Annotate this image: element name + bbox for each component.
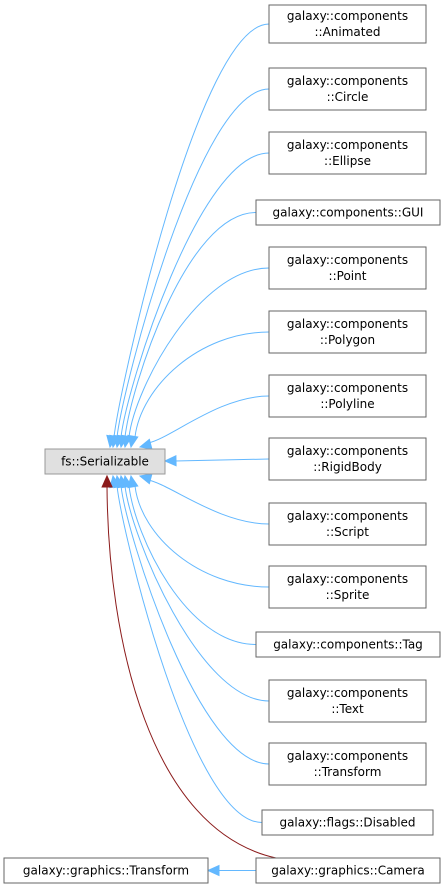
class-node-point-box: [268, 246, 427, 290]
class-node-rigidbody-box: [268, 437, 427, 481]
class-node-text[interactable]: galaxy::components::Text: [268, 679, 427, 723]
class-node-text-box: [268, 679, 427, 723]
edge-camera-to-serializable: [106, 485, 277, 859]
class-node-serializable[interactable]: fs::Serializable: [44, 448, 166, 475]
class-node-animated-label-line: galaxy::components: [287, 9, 408, 23]
arrowhead-camera-to-serializable: [101, 474, 113, 488]
class-node-transform-label-line: ::Transform: [314, 765, 382, 779]
edge-point-to-serializable: [128, 267, 270, 438]
edge-text-to-serializable: [124, 485, 270, 702]
class-node-tag[interactable]: galaxy::components::Tag: [255, 631, 441, 658]
edge-sprite-to-serializable: [134, 485, 270, 588]
class-node-gui[interactable]: galaxy::components::GUI: [255, 199, 441, 226]
class-node-transform-box: [268, 742, 427, 786]
class-node-circle-box: [268, 67, 427, 111]
edge-ellipse-to-serializable: [120, 152, 270, 438]
class-node-transform[interactable]: galaxy::components::Transform: [268, 742, 427, 786]
class-node-animated[interactable]: galaxy::components::Animated: [268, 4, 427, 44]
arrowhead-camera-to-graphics-transform: [206, 864, 220, 877]
edge-disabled-to-serializable: [116, 485, 263, 823]
edge-gui-to-serializable: [124, 212, 257, 438]
class-node-graphics-transform-box: [3, 857, 209, 884]
edge-polyline-to-serializable: [147, 395, 270, 444]
class-node-graphics-transform-label-line: galaxy::graphics::Transform: [23, 864, 189, 878]
class-node-camera[interactable]: galaxy::graphics::Camera: [255, 857, 441, 884]
edge-script-to-serializable: [147, 479, 270, 525]
class-node-rigidbody[interactable]: galaxy::components::RigidBody: [268, 437, 427, 481]
edge-tag-to-serializable: [128, 485, 257, 645]
class-node-rigidbody-label-line: ::RigidBody: [313, 460, 382, 474]
class-node-graphics-transform[interactable]: galaxy::graphics::Transform: [3, 857, 209, 884]
arrowhead-script-to-serializable: [138, 473, 153, 485]
class-node-circle-label-line: galaxy::components: [287, 74, 408, 88]
class-node-sprite-box: [268, 565, 427, 609]
edge-circle-to-serializable: [116, 88, 270, 438]
arrowhead-disabled-to-serializable: [109, 474, 121, 489]
class-node-polyline[interactable]: galaxy::components::Polyline: [268, 374, 427, 418]
class-node-gui-label-line: galaxy::components::GUI: [273, 206, 424, 220]
class-node-animated-box: [268, 4, 427, 44]
edge-rigidbody-to-serializable: [174, 458, 270, 462]
class-node-polyline-label-line: ::Polyline: [320, 397, 374, 411]
class-node-ellipse[interactable]: galaxy::components::Ellipse: [268, 131, 427, 175]
class-node-polygon-box: [268, 310, 427, 354]
nodes-layer: fs::Serializablegalaxy::components::Anim…: [3, 4, 441, 884]
class-node-disabled[interactable]: galaxy::flags::Disabled: [261, 809, 434, 836]
class-node-polygon-label-line: ::Polygon: [320, 333, 375, 347]
arrowhead-rigidbody-to-serializable: [163, 455, 177, 467]
class-node-tag-label-line: galaxy::components::Tag: [273, 638, 423, 652]
class-node-text-label-line: galaxy::components: [287, 686, 408, 700]
class-node-ellipse-label-line: galaxy::components: [287, 138, 408, 152]
class-node-circle-label-line: ::Circle: [327, 90, 369, 104]
class-node-script-label-line: ::Script: [326, 525, 369, 539]
class-node-transform-label-line: galaxy::components: [287, 749, 408, 763]
class-node-ellipse-box: [268, 131, 427, 175]
class-node-polyline-box: [268, 374, 427, 418]
class-node-point-label-line: ::Point: [329, 269, 367, 283]
class-node-circle[interactable]: galaxy::components::Circle: [268, 67, 427, 111]
class-node-script-label-line: galaxy::components: [287, 509, 408, 523]
class-node-serializable-box: [44, 448, 166, 475]
class-node-script-box: [268, 502, 427, 546]
class-node-tag-box: [255, 631, 441, 658]
class-node-polyline-label-line: galaxy::components: [287, 381, 408, 395]
arrowhead-polyline-to-serializable: [138, 438, 153, 450]
class-node-polygon-label-line: galaxy::components: [287, 317, 408, 331]
class-node-gui-box: [255, 199, 441, 226]
class-node-sprite-label-line: ::Sprite: [326, 588, 370, 602]
class-node-sprite[interactable]: galaxy::components::Sprite: [268, 565, 427, 609]
edge-transform-to-serializable: [120, 485, 270, 765]
class-node-disabled-label-line: galaxy::flags::Disabled: [279, 816, 415, 830]
class-node-text-label-line: ::Text: [331, 702, 364, 716]
class-node-camera-box: [255, 857, 441, 884]
class-node-serializable-label-line: fs::Serializable: [61, 455, 149, 469]
class-node-disabled-box: [261, 809, 434, 836]
edges-layer: [101, 23, 277, 877]
class-node-camera-label-line: galaxy::graphics::Camera: [271, 864, 425, 878]
class-node-polygon[interactable]: galaxy::components::Polygon: [268, 310, 427, 354]
edge-polygon-to-serializable: [134, 331, 270, 438]
class-node-rigidbody-label-line: galaxy::components: [287, 444, 408, 458]
class-node-ellipse-label-line: ::Ellipse: [324, 154, 371, 168]
class-node-sprite-label-line: galaxy::components: [287, 572, 408, 586]
edge-animated-to-serializable: [113, 23, 270, 438]
class-node-point-label-line: galaxy::components: [287, 253, 408, 267]
class-node-animated-label-line: ::Animated: [315, 25, 381, 39]
arrowhead-polygon-to-serializable: [127, 434, 139, 449]
class-node-script[interactable]: galaxy::components::Script: [268, 502, 427, 546]
class-node-point[interactable]: galaxy::components::Point: [268, 246, 427, 290]
